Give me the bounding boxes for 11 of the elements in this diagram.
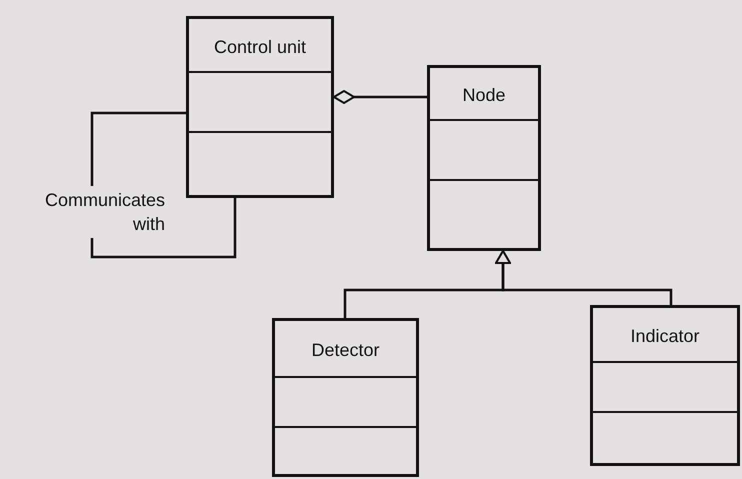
- inheritance-arrow: [495, 250, 672, 305]
- association-line: [90, 112, 236, 258]
- class-box: [272, 318, 419, 477]
- class-box: [186, 16, 334, 198]
- aggregation-line: [333, 90, 427, 104]
- class-name: Control unit: [214, 36, 306, 58]
- class-box: [427, 65, 541, 251]
- class-name: Detector: [311, 340, 380, 361]
- class-name: Indicator: [630, 326, 700, 347]
- class-name: Node: [462, 85, 506, 106]
- class-box: [590, 305, 740, 466]
